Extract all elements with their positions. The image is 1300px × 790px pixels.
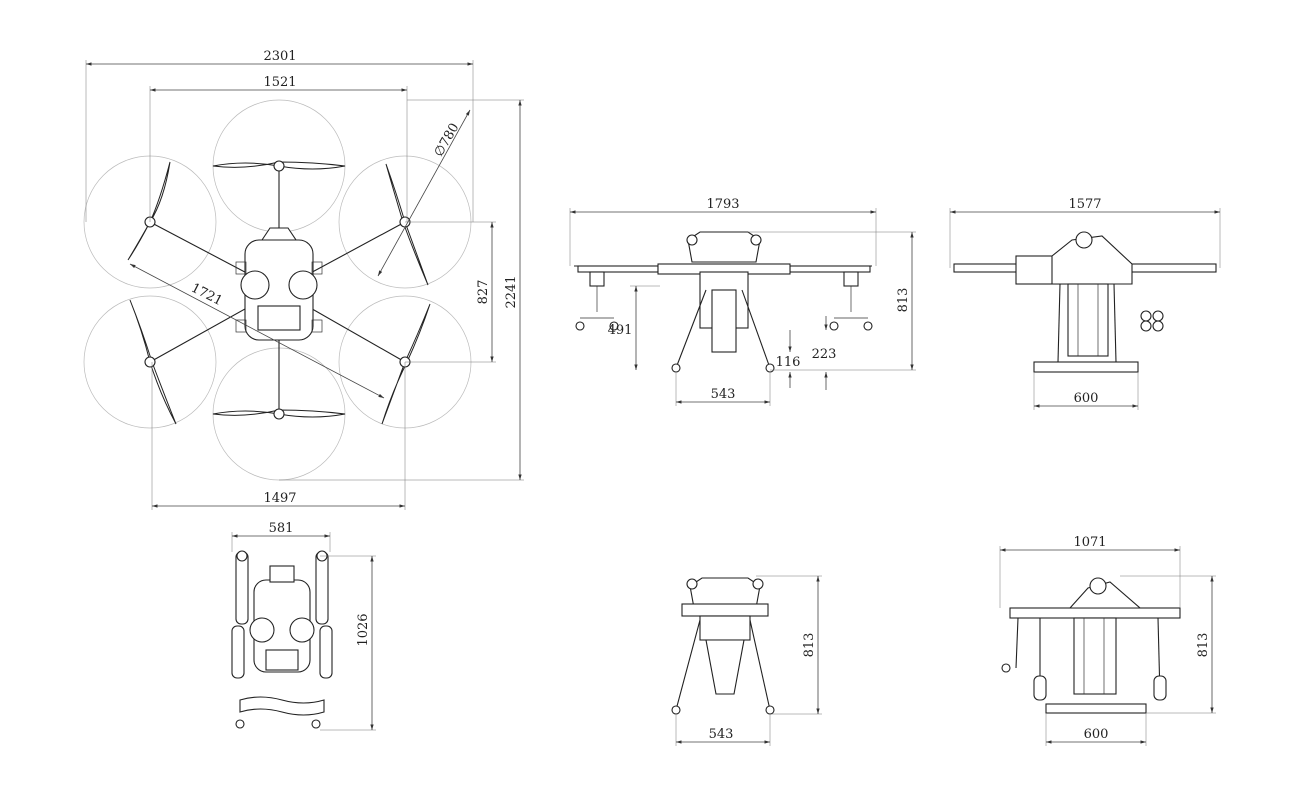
dim-folded-side-skid-width: 600	[1084, 727, 1109, 742]
folded-side-view: 1071 813 600	[999, 535, 1216, 746]
folded-side-body	[1009, 577, 1181, 695]
folded-top-view: 581 1026	[231, 521, 376, 731]
front-arms	[574, 263, 872, 287]
front-landing-gear	[671, 289, 775, 373]
side-skid	[1033, 361, 1139, 373]
side-arms	[953, 231, 1217, 285]
dim-side-skid-width: 600	[1074, 391, 1099, 406]
dim-overall-width: 2301	[263, 49, 296, 64]
dim-propeller-diameter-symbol: ∅780	[431, 121, 462, 160]
folded-front-body	[681, 577, 769, 695]
side-nozzles	[1140, 310, 1164, 332]
dim-clearance: 223	[812, 347, 837, 362]
dim-folded-length: 1026	[356, 613, 371, 646]
folded-skids	[235, 696, 325, 729]
dim-front-height: 813	[896, 288, 911, 313]
front-view: 1793 813 491 116 223 543	[569, 197, 916, 406]
dim-foot-height: 116	[776, 355, 801, 370]
dim-leg-span: 543	[711, 387, 736, 402]
dim-gear-height: 491	[608, 323, 633, 338]
folded-front-view: 813 543	[671, 575, 822, 746]
top-view: 2301 1521 ∅780 1721 827 2241 1497	[83, 49, 524, 510]
front-wheels	[575, 286, 873, 331]
dim-folded-front-leg-span: 543	[709, 727, 734, 742]
dim-side-motor-span: 827	[476, 280, 491, 305]
dim-overall-depth: 2241	[504, 275, 519, 308]
folded-side-skid	[1045, 703, 1147, 714]
dim-motor-span: 1521	[263, 75, 296, 90]
side-legs	[1057, 283, 1117, 363]
dim-front-width: 1793	[706, 197, 739, 212]
side-tank	[1067, 283, 1109, 357]
drone-body	[235, 227, 323, 341]
dim-folded-width: 581	[269, 521, 294, 536]
side-view: 1577 600	[949, 197, 1221, 410]
dim-folded-side-height: 813	[1196, 633, 1211, 658]
dim-folded-side-width: 1071	[1073, 535, 1106, 550]
folded-body	[249, 565, 315, 673]
dim-side-width: 1577	[1068, 197, 1101, 212]
front-body	[686, 231, 762, 353]
dim-bottom-span: 1497	[263, 491, 296, 506]
folded-arms	[231, 550, 333, 679]
folded-side-legs	[1001, 617, 1167, 701]
dim-folded-front-height: 813	[802, 633, 817, 658]
